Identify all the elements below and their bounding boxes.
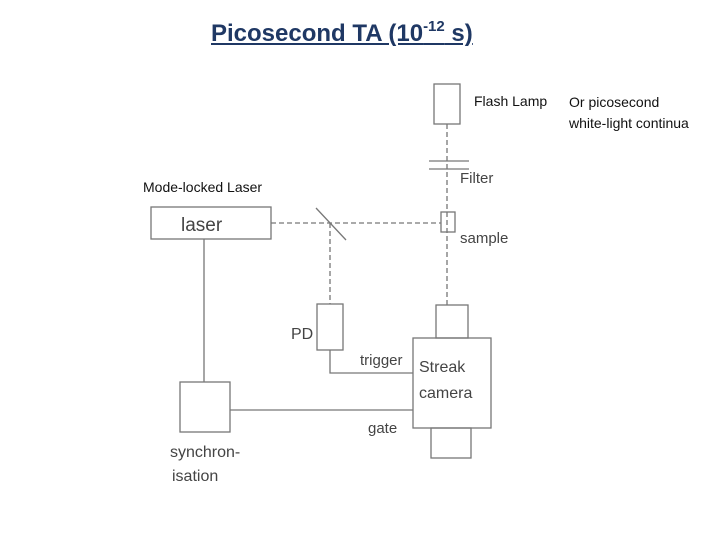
pd-box (316, 303, 344, 351)
gate-label: gate (368, 420, 397, 437)
streak-camera-top (435, 304, 469, 339)
title-exponent: -12 (423, 18, 445, 35)
streak-label-line1: Streak (419, 359, 466, 376)
synchronisation-box (179, 381, 231, 433)
streak-label-line2: camera (419, 385, 472, 402)
flash-lamp-caption: Flash Lamp (474, 93, 548, 109)
title-tail: s) (444, 20, 473, 47)
white-light-caption-line1: Or picosecond (569, 94, 660, 110)
trigger-label: trigger (360, 352, 403, 369)
white-light-caption-line2: white-light continua (569, 115, 689, 131)
mode-locked-laser-caption: Mode-locked Laser (143, 179, 263, 195)
white-light-caption: Or picosecond white-light continua (569, 92, 689, 134)
sync-label-line1: synchron- (170, 444, 240, 461)
laser-label: laser (181, 215, 223, 236)
title-main: Picosecond TA (10 (211, 20, 424, 47)
filter-label: Filter (460, 170, 493, 187)
streak-camera-bottom (430, 427, 472, 459)
pd-label: PD (291, 326, 313, 343)
sample-cell (440, 211, 456, 233)
sync-label-line2: isation (172, 468, 218, 485)
flash-lamp-box (433, 83, 461, 125)
page-title: Picosecond TA (10-12 s) (211, 18, 473, 48)
streak-camera-body (412, 337, 492, 429)
trigger-line (329, 350, 413, 374)
sample-label: sample (460, 230, 508, 247)
beam-splitter (315, 207, 347, 241)
